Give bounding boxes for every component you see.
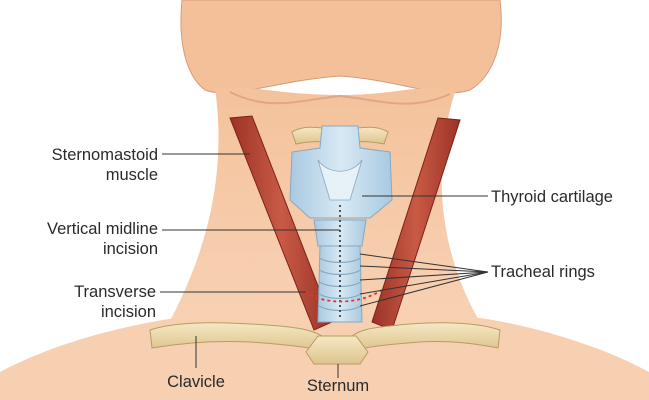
label-transverse-line2: incision bbox=[2, 302, 156, 322]
label-transverse-incision: Transverse incision bbox=[2, 282, 156, 322]
label-sternomastoid: Sternomastoid muscle bbox=[2, 145, 158, 185]
label-sternum: Sternum bbox=[288, 376, 388, 396]
label-sternomastoid-line2: muscle bbox=[2, 165, 158, 185]
label-tracheal-rings: Tracheal rings bbox=[491, 262, 595, 282]
head-chin bbox=[181, 0, 501, 93]
label-thyroid-cartilage: Thyroid cartilage bbox=[491, 187, 613, 207]
label-clavicle: Clavicle bbox=[146, 372, 246, 392]
label-transverse-line1: Transverse bbox=[2, 282, 156, 302]
cricoid-cartilage bbox=[314, 220, 366, 246]
label-vertical-line2: incision bbox=[2, 239, 158, 259]
label-sternomastoid-line1: Sternomastoid bbox=[2, 145, 158, 165]
label-vertical-incision: Vertical midline incision bbox=[2, 219, 158, 259]
sternum-manubrium bbox=[306, 336, 368, 364]
label-vertical-line1: Vertical midline bbox=[2, 219, 158, 239]
